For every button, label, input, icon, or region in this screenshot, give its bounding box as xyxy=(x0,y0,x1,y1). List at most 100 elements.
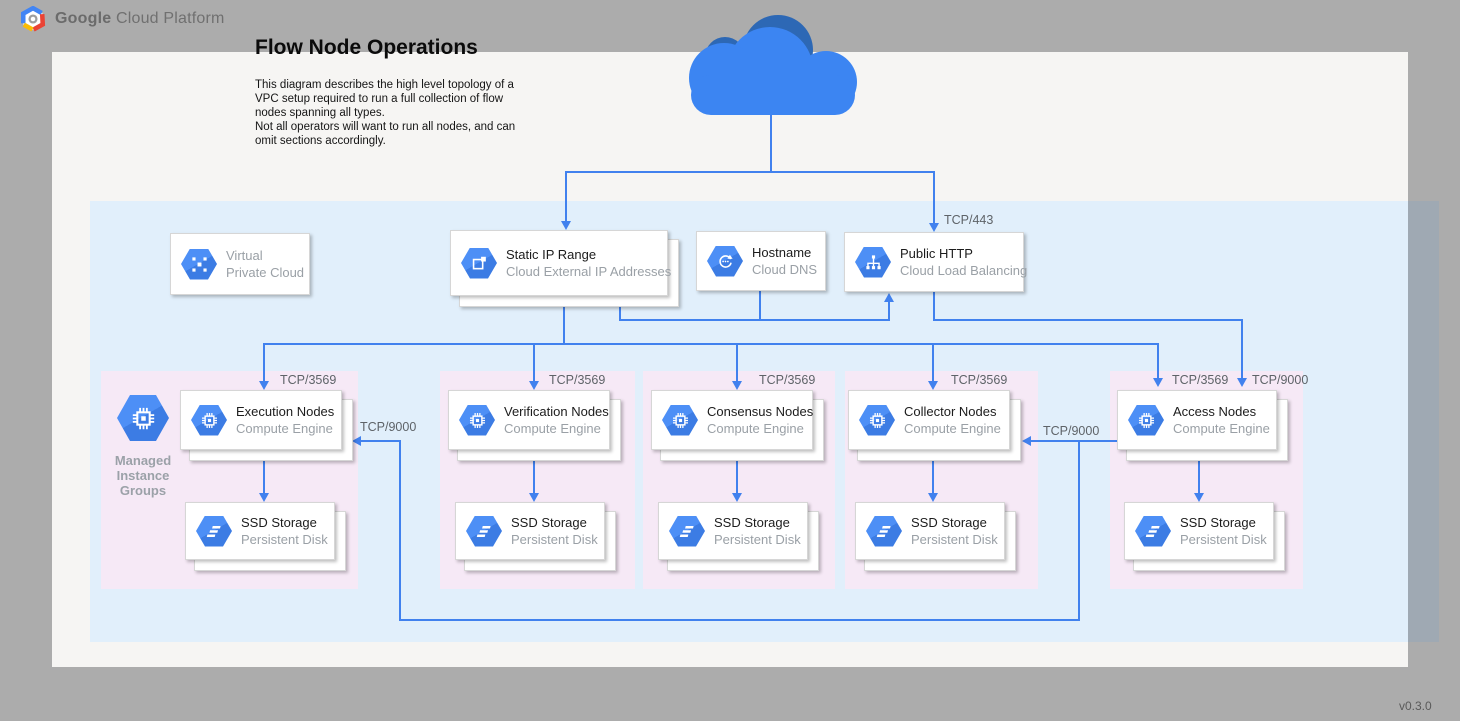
connector xyxy=(933,171,935,223)
persistent-disk-icon xyxy=(1135,515,1171,547)
connector xyxy=(619,319,890,321)
card-subtitle: Persistent Disk xyxy=(714,532,801,547)
page-description: This diagram describes the high level to… xyxy=(255,79,516,147)
arrowhead xyxy=(1153,378,1163,387)
connector xyxy=(736,450,738,494)
connector xyxy=(1198,450,1200,494)
gcp-brand: Google Cloud Platform xyxy=(20,6,225,32)
port-label-tcp9000: TCP/9000 xyxy=(1043,424,1100,438)
connector xyxy=(932,343,934,382)
connector xyxy=(1241,319,1243,379)
port-label-tcp3569: TCP/3569 xyxy=(1172,373,1229,387)
connector xyxy=(619,306,621,320)
arrowhead xyxy=(529,381,539,390)
load-balancing-icon xyxy=(855,246,891,278)
compute-engine-icon xyxy=(859,404,895,436)
port-label-tcp3569: TCP/3569 xyxy=(280,373,337,387)
connector xyxy=(933,319,1243,321)
card-subtitle: Compute Engine xyxy=(236,421,333,436)
connector xyxy=(399,440,401,621)
compute-engine-icon xyxy=(662,404,698,436)
card-subtitle: Cloud Load Balancing xyxy=(900,263,1028,278)
cloud-dns-icon xyxy=(707,245,743,277)
public-http-card: Public HTTP Cloud Load Balancing xyxy=(844,232,1028,292)
card-title: SSD Storage xyxy=(1180,515,1256,530)
card-subtitle: Compute Engine xyxy=(707,421,804,436)
vpc-icon xyxy=(181,248,217,280)
compute-engine-icon xyxy=(191,404,227,436)
card-subtitle: Persistent Disk xyxy=(241,532,328,547)
connector xyxy=(770,115,772,172)
connector xyxy=(263,343,1159,345)
port-label-tcp9000: TCP/9000 xyxy=(1252,373,1309,387)
page-title: Flow Node Operations xyxy=(255,36,478,59)
card-subtitle: Private Cloud xyxy=(226,265,305,280)
internet-cloud-icon xyxy=(683,15,863,115)
brand-text: Google Cloud Platform xyxy=(55,10,225,28)
arrowhead xyxy=(1194,493,1204,502)
managed-instance-groups-label: Managed Instance Groups xyxy=(114,453,172,498)
arrowhead xyxy=(732,381,742,390)
arrowhead xyxy=(928,381,938,390)
connector xyxy=(263,450,265,494)
port-label-tcp9000: TCP/9000 xyxy=(360,420,417,434)
persistent-disk-icon xyxy=(196,515,232,547)
vpc-region-overflow xyxy=(1408,201,1439,642)
arrowhead xyxy=(1022,436,1031,446)
arrowhead xyxy=(884,293,894,302)
card-title: Collector Nodes xyxy=(904,404,997,419)
connector xyxy=(1078,440,1080,621)
card-title: SSD Storage xyxy=(911,515,987,530)
card-title: SSD Storage xyxy=(511,515,587,530)
arrowhead xyxy=(259,493,269,502)
card-title: SSD Storage xyxy=(714,515,790,530)
card-title: Execution Nodes xyxy=(236,404,335,419)
connector xyxy=(565,171,935,173)
card-title: Access Nodes xyxy=(1173,404,1257,419)
connector xyxy=(533,343,535,382)
card-subtitle: Persistent Disk xyxy=(911,532,998,547)
connector xyxy=(736,343,738,382)
card-title: Consensus Nodes xyxy=(707,404,814,419)
arrowhead xyxy=(352,436,361,446)
port-label-tcp3569: TCP/3569 xyxy=(759,373,816,387)
connector xyxy=(933,292,935,321)
card-title: Verification Nodes xyxy=(504,404,609,419)
port-label-tcp3569: TCP/3569 xyxy=(951,373,1008,387)
card-title: Static IP Range xyxy=(506,247,597,262)
brand-cloud-platform: Cloud Platform xyxy=(111,10,225,27)
card-subtitle: Cloud External IP Addresses xyxy=(506,264,672,279)
persistent-disk-icon xyxy=(466,515,502,547)
connector xyxy=(1157,343,1159,379)
card-title: SSD Storage xyxy=(241,515,317,530)
connector xyxy=(932,450,934,494)
card-subtitle: Persistent Disk xyxy=(1180,532,1267,547)
persistent-disk-icon xyxy=(669,515,705,547)
port-label-tcp3569: TCP/3569 xyxy=(549,373,606,387)
persistent-disk-icon xyxy=(866,515,902,547)
arrowhead xyxy=(529,493,539,502)
external-ip-icon xyxy=(461,247,497,279)
card-title: Virtual xyxy=(226,248,263,263)
arrowhead xyxy=(561,221,571,230)
card-subtitle: Compute Engine xyxy=(904,421,1001,436)
arrowhead xyxy=(928,493,938,502)
card-subtitle: Compute Engine xyxy=(1173,421,1270,436)
card-title: Public HTTP xyxy=(900,246,973,261)
connector xyxy=(360,440,401,442)
card-subtitle: Cloud DNS xyxy=(752,262,818,277)
compute-engine-icon xyxy=(459,404,495,436)
connector xyxy=(399,619,1080,621)
connector xyxy=(565,171,567,222)
connector xyxy=(563,297,565,345)
gcp-logo-icon xyxy=(20,6,46,32)
